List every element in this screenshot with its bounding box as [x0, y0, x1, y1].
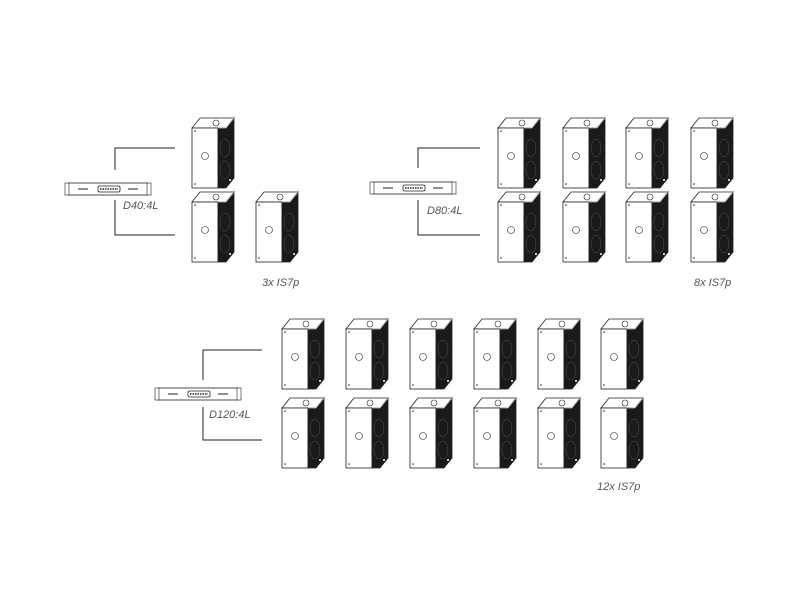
speaker-is7p [690, 191, 734, 263]
speaker-is7p [497, 117, 541, 189]
amplifier-label-d40: D40:4L [123, 200, 159, 212]
cable-line-upper [202, 349, 262, 380]
speaker-is7p [497, 191, 541, 263]
cable-line-upper [417, 147, 480, 168]
speaker-is7p [600, 318, 644, 390]
speaker-is7p [537, 318, 581, 390]
speaker-is7p [409, 397, 453, 469]
speaker-count-label-3: 12x IS7p [597, 481, 641, 493]
speaker-is7p [255, 191, 299, 263]
amplifier-label-d120: D120:4L [209, 409, 251, 421]
speaker-is7p [345, 397, 389, 469]
speaker-is7p [625, 117, 669, 189]
amplifier-d120-4l [154, 387, 242, 401]
speaker-is7p [562, 191, 606, 263]
amplifier-d80-4l [369, 181, 457, 195]
speaker-count-label-1: 3x IS7p [262, 277, 300, 289]
speaker-is7p [281, 397, 325, 469]
speaker-count-label-2: 8x IS7p [694, 277, 732, 289]
speaker-is7p [625, 191, 669, 263]
amplifier-label-d80: D80:4L [427, 205, 463, 217]
speaker-is7p [537, 397, 581, 469]
cable-line-lower [114, 200, 175, 236]
speaker-is7p [690, 117, 734, 189]
cable-line-lower [417, 200, 480, 236]
speaker-is7p [473, 318, 517, 390]
speaker-is7p [191, 117, 235, 189]
speaker-is7p [409, 318, 453, 390]
cable-line-lower [202, 407, 262, 441]
speaker-is7p [281, 318, 325, 390]
cable-line-upper [114, 147, 175, 170]
amplifier-d40-4l [64, 182, 152, 196]
speaker-is7p [191, 191, 235, 263]
speaker-is7p [562, 117, 606, 189]
speaker-is7p [473, 397, 517, 469]
speaker-is7p [600, 397, 644, 469]
speaker-is7p [345, 318, 389, 390]
